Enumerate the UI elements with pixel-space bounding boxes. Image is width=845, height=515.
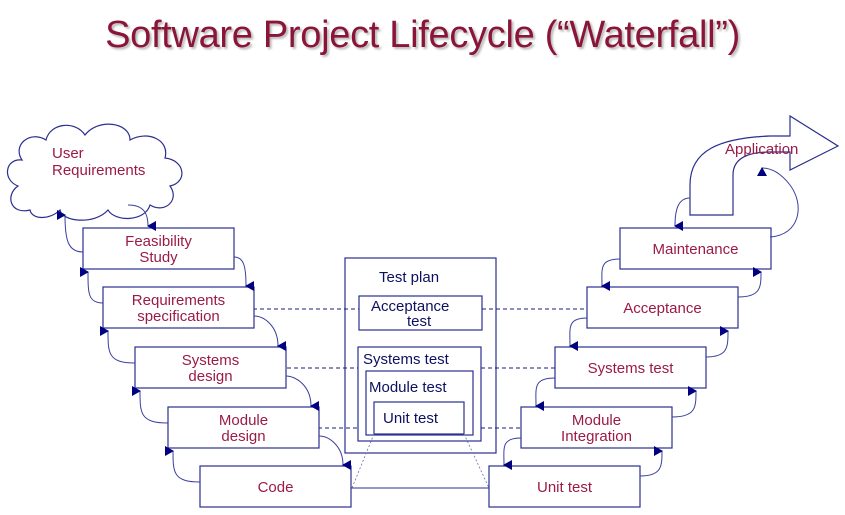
stage-label: Module xyxy=(572,412,621,429)
stage-label: specification xyxy=(137,308,220,325)
down-arrow xyxy=(674,197,691,232)
stage-maintenance: Maintenance xyxy=(619,227,772,270)
up-arrow xyxy=(79,267,104,304)
stage-label: Study xyxy=(139,249,178,266)
application-arrow: Application xyxy=(689,114,840,216)
up-arrow xyxy=(164,446,201,483)
down-arrow xyxy=(233,256,255,291)
acceptance-test-label-1: Acceptance xyxy=(371,298,449,315)
down-arrow xyxy=(318,435,352,470)
stage-label: Systems test xyxy=(588,360,675,377)
test-plan-container: Test plan Acceptance test Systems test M… xyxy=(344,257,497,489)
up-arrow xyxy=(131,386,169,424)
down-arrow xyxy=(285,375,320,411)
up-arrow xyxy=(639,445,663,477)
stage-unit-test: Unit test xyxy=(488,465,641,508)
stage-label: Maintenance xyxy=(653,241,739,258)
acceptance-test-box xyxy=(358,295,483,331)
up-arrow xyxy=(99,326,136,364)
stage-label: Feasibility xyxy=(125,233,192,250)
page-title: Software Project Lifecycle (“Waterfall”) xyxy=(105,14,740,56)
cloud-label-line2: Requirements xyxy=(52,162,145,179)
up-arrow xyxy=(671,385,697,418)
systems-test-label: Systems test xyxy=(363,351,450,368)
stage-label: design xyxy=(188,368,232,385)
stage-acceptance: Acceptance xyxy=(586,286,739,329)
test-plan-label: Test plan xyxy=(379,269,439,286)
down-arrow xyxy=(601,258,621,291)
stage-code: Code xyxy=(199,465,352,508)
stage-label: Requirements xyxy=(132,292,225,309)
down-arrow xyxy=(535,377,556,411)
stage-label: Systems xyxy=(182,352,240,369)
stage-label: Unit test xyxy=(537,479,593,496)
unit-test-plan-box xyxy=(373,401,465,435)
down-arrow xyxy=(127,204,157,231)
down-arrow xyxy=(253,315,287,351)
up-arrow xyxy=(756,167,799,238)
up-arrow xyxy=(737,266,762,298)
up-arrow xyxy=(56,210,84,253)
up-arrow xyxy=(705,325,729,358)
unit-test-plan-label: Unit test xyxy=(383,410,439,427)
stage-label: Integration xyxy=(561,428,632,445)
stage-label: Acceptance xyxy=(623,300,701,317)
down-arrow xyxy=(503,437,522,470)
acceptance-test-label-2: test xyxy=(407,313,432,330)
user-requirements-cloud: User Requirements xyxy=(7,123,183,221)
stage-systems-test: Systems test xyxy=(554,346,707,389)
cloud-label-line1: User xyxy=(52,145,84,162)
module-test-label: Module test xyxy=(369,379,447,396)
stage-label: design xyxy=(221,428,265,445)
application-label: Application xyxy=(725,141,798,158)
stage-label: Code xyxy=(258,479,294,496)
down-arrow xyxy=(569,317,588,351)
stage-label: Module xyxy=(219,412,268,429)
